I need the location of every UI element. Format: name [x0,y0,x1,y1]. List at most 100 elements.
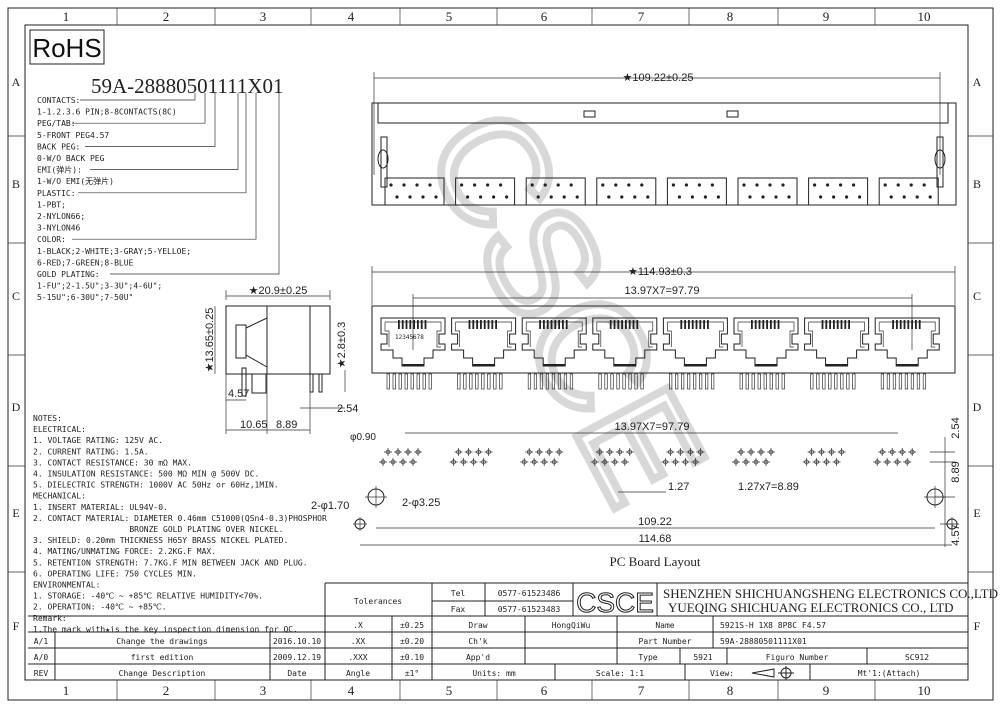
name-label: Name [655,621,674,630]
note-line: 1.The mark with★is the key inspection di… [33,625,298,634]
pin-dot [575,195,579,199]
contact [562,320,564,329]
note-line: NOTES: [33,414,62,423]
dim-side-pin: ★2.8±0.3 [336,322,348,368]
revision-code: REV [34,669,49,678]
solder-pin [922,373,927,390]
solder-pin [616,373,620,390]
type-value: 5921 [693,653,712,662]
side-view: ★20.9±0.25 ★13.65±0.25 ★2.8±0.3 4.57 2.5… [204,285,358,434]
pin-dot [646,195,650,199]
dim-side-1065: 10.65 [240,419,268,431]
pin-dot [408,195,412,199]
revision-code: A/0 [34,653,49,662]
pin-dot [460,183,464,187]
contact [405,320,408,329]
part-code-line: 6-RED;7-GREEN;8-BLUE [37,258,134,267]
contact [751,320,753,329]
contact [915,320,917,329]
part-code-line: PLASTIC: [37,189,76,198]
dim-pcb-hole-peg: 2-φ1.70 [311,500,349,512]
pin-dot [858,195,862,199]
pin-dot [684,183,689,187]
contact [892,320,894,329]
part-code-line: PEG/TAB: [37,119,76,128]
contact [836,320,839,329]
contact [472,320,475,329]
tolerances-title: Tolerances [354,597,402,606]
contact [911,320,913,329]
pin-dot [395,195,399,199]
pin-dot [505,195,509,199]
row-label-left: E [12,506,19,520]
solder-pin [757,373,761,390]
solder-pin [822,373,826,390]
contact [621,320,623,329]
pin-dot [690,195,695,199]
solder-pin [693,373,697,390]
pin-dot [640,183,644,187]
pin-dot [562,195,566,199]
part-code-line: 5-15U";6-30U";7-50U" [37,293,133,302]
port-footprint [808,177,869,206]
contact [844,320,847,329]
contact [688,320,690,329]
dim-top-width: ★109.22±0.25 [623,72,694,84]
contact [424,320,427,329]
tolerance-value: ±0.10 [400,653,424,662]
part-code-line: GOLD PLATING: [37,270,100,279]
part-code-line: 1-BLACK;2-WHITE;3-GRAY;5-YELLOE; [37,247,191,256]
solder-pin [892,373,897,390]
projection-symbol [751,668,794,678]
note-line: 2. CURRENT RATING: 1.5A. [33,447,149,456]
title-block-grid [28,582,968,680]
pin-dot [620,195,624,199]
pin-dot [389,183,393,187]
note-line: 5. RETENTION STRENGTH: 7.7KG.F MIN BETWE… [33,558,308,567]
row-label-right: D [973,400,982,414]
solder-pin [392,373,396,390]
pin-dot [479,195,483,199]
contact [896,320,898,329]
column-label-top: 3 [260,9,267,24]
solder-pin [493,373,497,390]
solder-pin [769,373,773,390]
pin-dot [832,195,836,199]
row-label-left: F [13,619,20,633]
contact [703,320,705,329]
solder-pin [481,373,485,390]
dim-pcb-11468: 114.68 [639,533,672,545]
solder-pin [880,373,885,390]
column-label-bottom: 2 [163,683,170,698]
contact [543,320,545,329]
note-line: 3. SHIELD: 0.20mm THICKNESS H65Y BRASS N… [33,536,288,545]
pin-dot [677,195,682,199]
notes-block: NOTES:ELECTRICAL:1. VOLTAGE RATING: 125V… [33,414,327,634]
solder-pin [846,373,850,390]
dim-pcb-10922: 109.22 [638,516,672,528]
outer-frame [7,7,994,701]
port-footprint [666,177,727,206]
pin-dot [922,183,926,187]
pcb-layout: 13.97X7=97.79 φ0.90 2-φ1.70 2-φ3.25 1.27… [311,417,962,569]
pin-dot [902,195,906,199]
column-label-top: 5 [446,9,453,24]
dim-side-width: ★20.9±0.25 [249,285,308,297]
row-label-left: C [12,289,20,303]
port-footprint [878,177,939,206]
pin-dot [486,183,490,187]
dim-pcb-127: 1.27 [668,481,689,493]
contact [483,320,486,329]
tolerance-value: ±0.25 [400,621,424,630]
contact [699,320,702,329]
row-label-left: D [12,400,21,414]
column-label-top: 10 [918,9,931,24]
part-code-line: 3-NYLON46 [37,224,81,233]
tel-number: 0577-61523486 [498,589,561,598]
pin-dot [909,183,913,187]
contact [821,320,824,329]
contact [487,320,490,329]
contact [758,320,761,329]
material: Mt'1:(Attach) [858,669,921,678]
solder-pin [557,373,562,390]
